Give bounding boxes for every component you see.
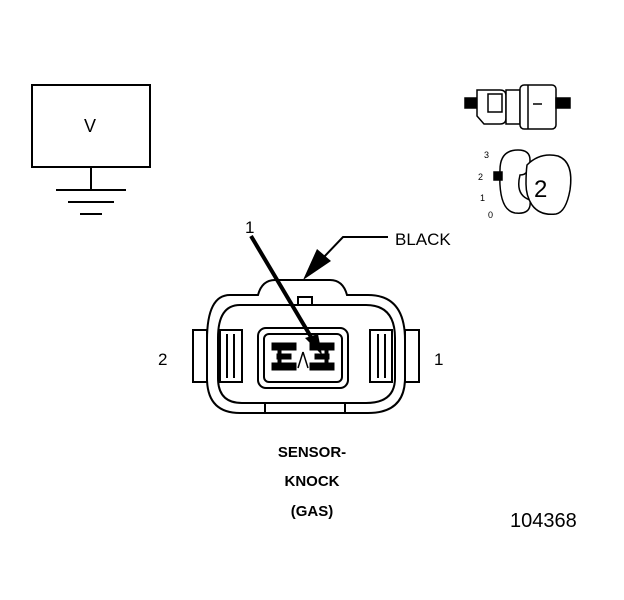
terminal-divider [302, 351, 309, 369]
ground-symbol [56, 168, 126, 215]
connector-side-left-label: 2 [158, 350, 168, 369]
key-position-icon [493, 149, 572, 216]
terminal-divider [297, 351, 304, 369]
key-tick-label: 2 [478, 172, 484, 182]
pin1-callout-arrow [249, 234, 322, 355]
caption-line-1: SENSOR- [277, 444, 347, 461]
connector-side-view-icon [464, 84, 571, 130]
key-tick-label: 0 [488, 210, 494, 220]
terminal-pin-2 [271, 342, 297, 371]
key-tick-label: 1 [480, 193, 486, 203]
connector-side-right-label: 1 [434, 350, 444, 369]
figure-number: 104368 [510, 510, 577, 532]
terminal-pin-1 [309, 342, 335, 371]
caption-line-2: KNOCK [284, 473, 340, 490]
pin-callout-label: 1 [245, 218, 255, 237]
voltmeter-label: V [84, 116, 97, 136]
connector-color-label: BLACK [395, 230, 451, 249]
color-callout-arrow [303, 236, 388, 280]
caption-line-3: (GAS) [290, 503, 334, 520]
key-position-label: 2 [534, 176, 548, 203]
connector-face [192, 279, 420, 414]
voltmeter-box [31, 84, 151, 168]
key-tick-label: 3 [484, 150, 490, 160]
